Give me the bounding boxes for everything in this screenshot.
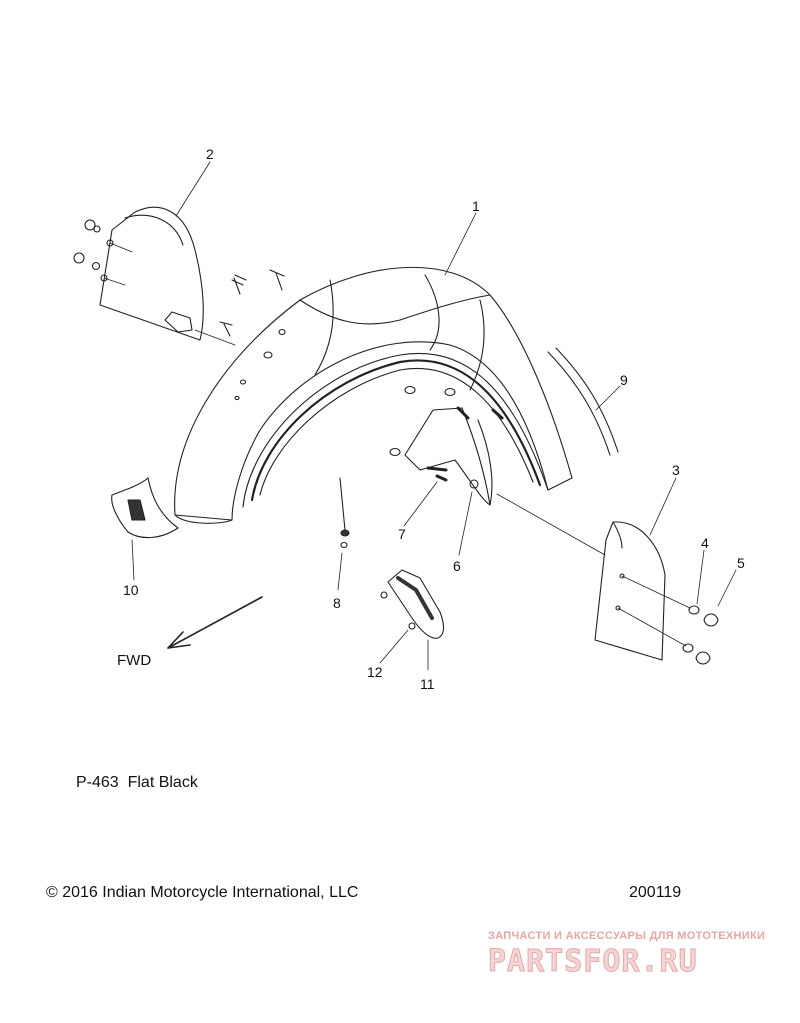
callout-11: 11	[420, 676, 435, 692]
forward-label: FWD	[117, 652, 152, 669]
callout-6: 6	[453, 558, 461, 574]
callout-1: 1	[472, 198, 480, 214]
callout-9: 9	[620, 372, 628, 388]
rear-right-cover	[594, 521, 666, 661]
forward-direction-arrow	[167, 596, 263, 649]
callout-2: 2	[206, 146, 214, 162]
front-fender	[174, 266, 573, 524]
fender-tip	[111, 477, 179, 539]
document-number: 200119	[629, 884, 682, 901]
leader-lines	[103, 161, 737, 671]
callout-8: 8	[333, 595, 341, 611]
copyright-notice: © 2016 Indian Motorcycle International, …	[46, 884, 359, 901]
front-left-cover	[99, 206, 204, 341]
callout-7: 7	[398, 526, 406, 542]
fasteners	[73, 219, 719, 665]
callout-10: 10	[123, 582, 139, 598]
trim-strip	[547, 347, 619, 456]
mounting-bracket	[404, 407, 493, 506]
callout-12: 12	[367, 664, 383, 680]
paint-code-note: P-463 Flat Black	[76, 774, 198, 791]
wire-stud	[339, 477, 350, 549]
watermark-logo: PARTSFOR.RU	[488, 944, 698, 980]
callout-4: 4	[701, 535, 709, 551]
lower-bracket	[387, 569, 445, 639]
callout-5: 5	[737, 555, 745, 571]
callout-3: 3	[672, 462, 680, 478]
watermark-tagline: ЗАПЧАСТИ И АКСЕССУАРЫ ДЛЯ МОТОТЕХНИКИ	[488, 930, 766, 942]
